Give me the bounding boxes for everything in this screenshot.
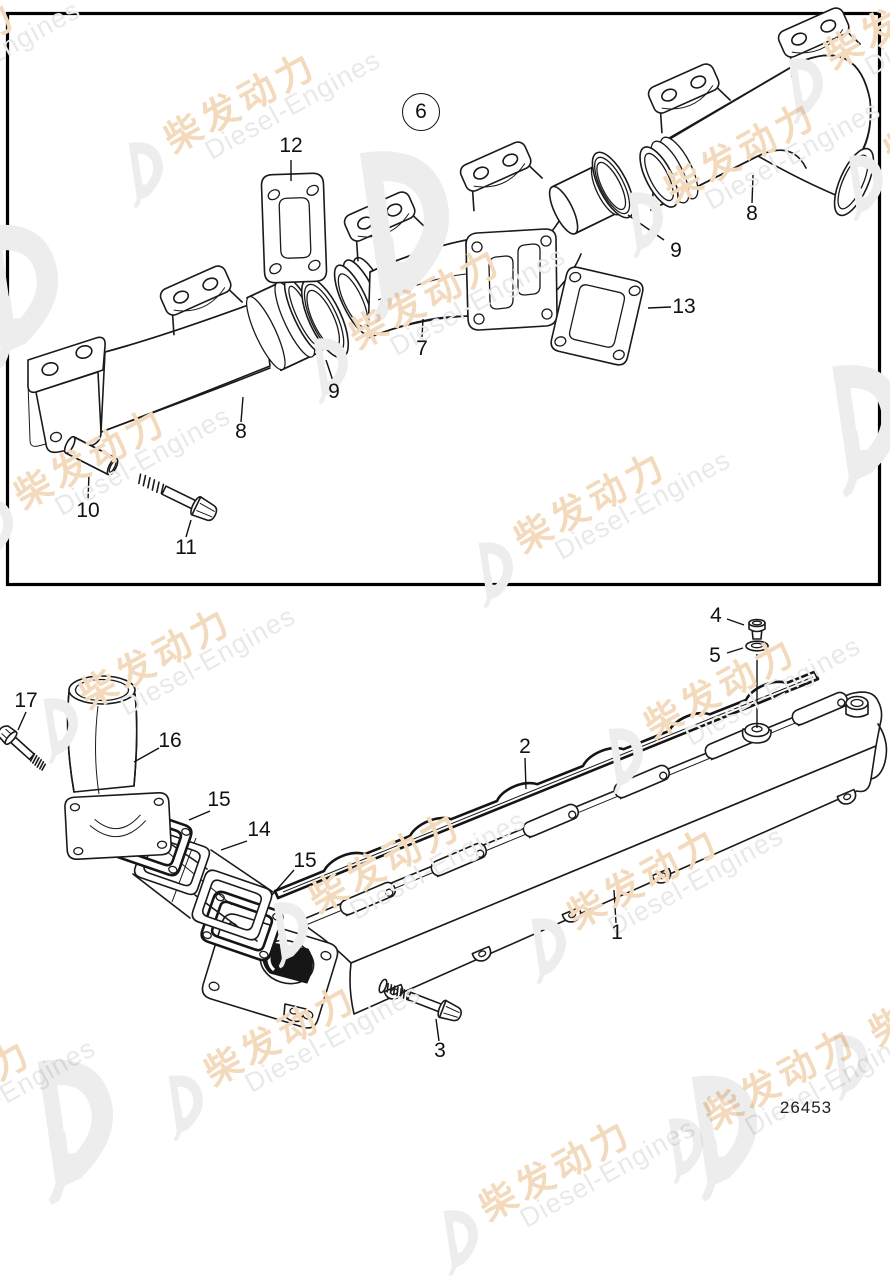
callout-bottom-15: 15 [293, 849, 317, 872]
filler-boss [845, 695, 869, 718]
plug-4 [748, 618, 766, 640]
callout-top-9: 9 [328, 380, 340, 403]
gasket-12 [260, 172, 328, 284]
spacer-sleeve-10 [63, 435, 119, 476]
bolt-3 [378, 978, 462, 1022]
callout-top-8: 8 [235, 420, 247, 443]
parts-diagram [0, 3, 888, 1042]
plug-boss [741, 722, 772, 744]
callout-top-6: 6 [402, 93, 440, 131]
inlet-pipe-16 [64, 675, 172, 860]
manifold-gasket-2 [273, 670, 820, 900]
flange-bolt-11 [138, 473, 218, 522]
callout-bottom-5: 5 [709, 644, 721, 667]
callout-bottom-3: 3 [434, 1039, 446, 1062]
gasket-13 [550, 266, 644, 366]
callout-bottom-1: 1 [611, 921, 623, 944]
intake-manifold-body [298, 689, 888, 1015]
callout-top-8: 8 [746, 202, 758, 225]
callout-top-12: 12 [279, 134, 303, 157]
callout-bottom-16: 16 [158, 729, 182, 752]
callout-bottom-4: 4 [710, 604, 722, 627]
washer-5 [745, 640, 769, 652]
figure-number: 26453 [779, 1098, 833, 1117]
bottom-leader-lines [17, 618, 758, 1042]
callout-bottom-15: 15 [207, 788, 231, 811]
callout-bottom-14: 14 [247, 818, 271, 841]
callout-bottom-17: 17 [14, 689, 38, 712]
callout-top-10: 10 [76, 499, 100, 522]
callout-top-11: 11 [175, 536, 197, 559]
bolt-17 [0, 725, 47, 771]
callout-bottom-2: 2 [519, 735, 531, 758]
seal-ring-left [300, 277, 350, 359]
callout-top-13: 13 [672, 295, 696, 318]
callout-top-9: 9 [670, 239, 682, 262]
exhaust-pipe-rear [27, 261, 324, 454]
callout-top-7: 7 [416, 337, 428, 360]
intake-manifold-panel [0, 618, 888, 1042]
